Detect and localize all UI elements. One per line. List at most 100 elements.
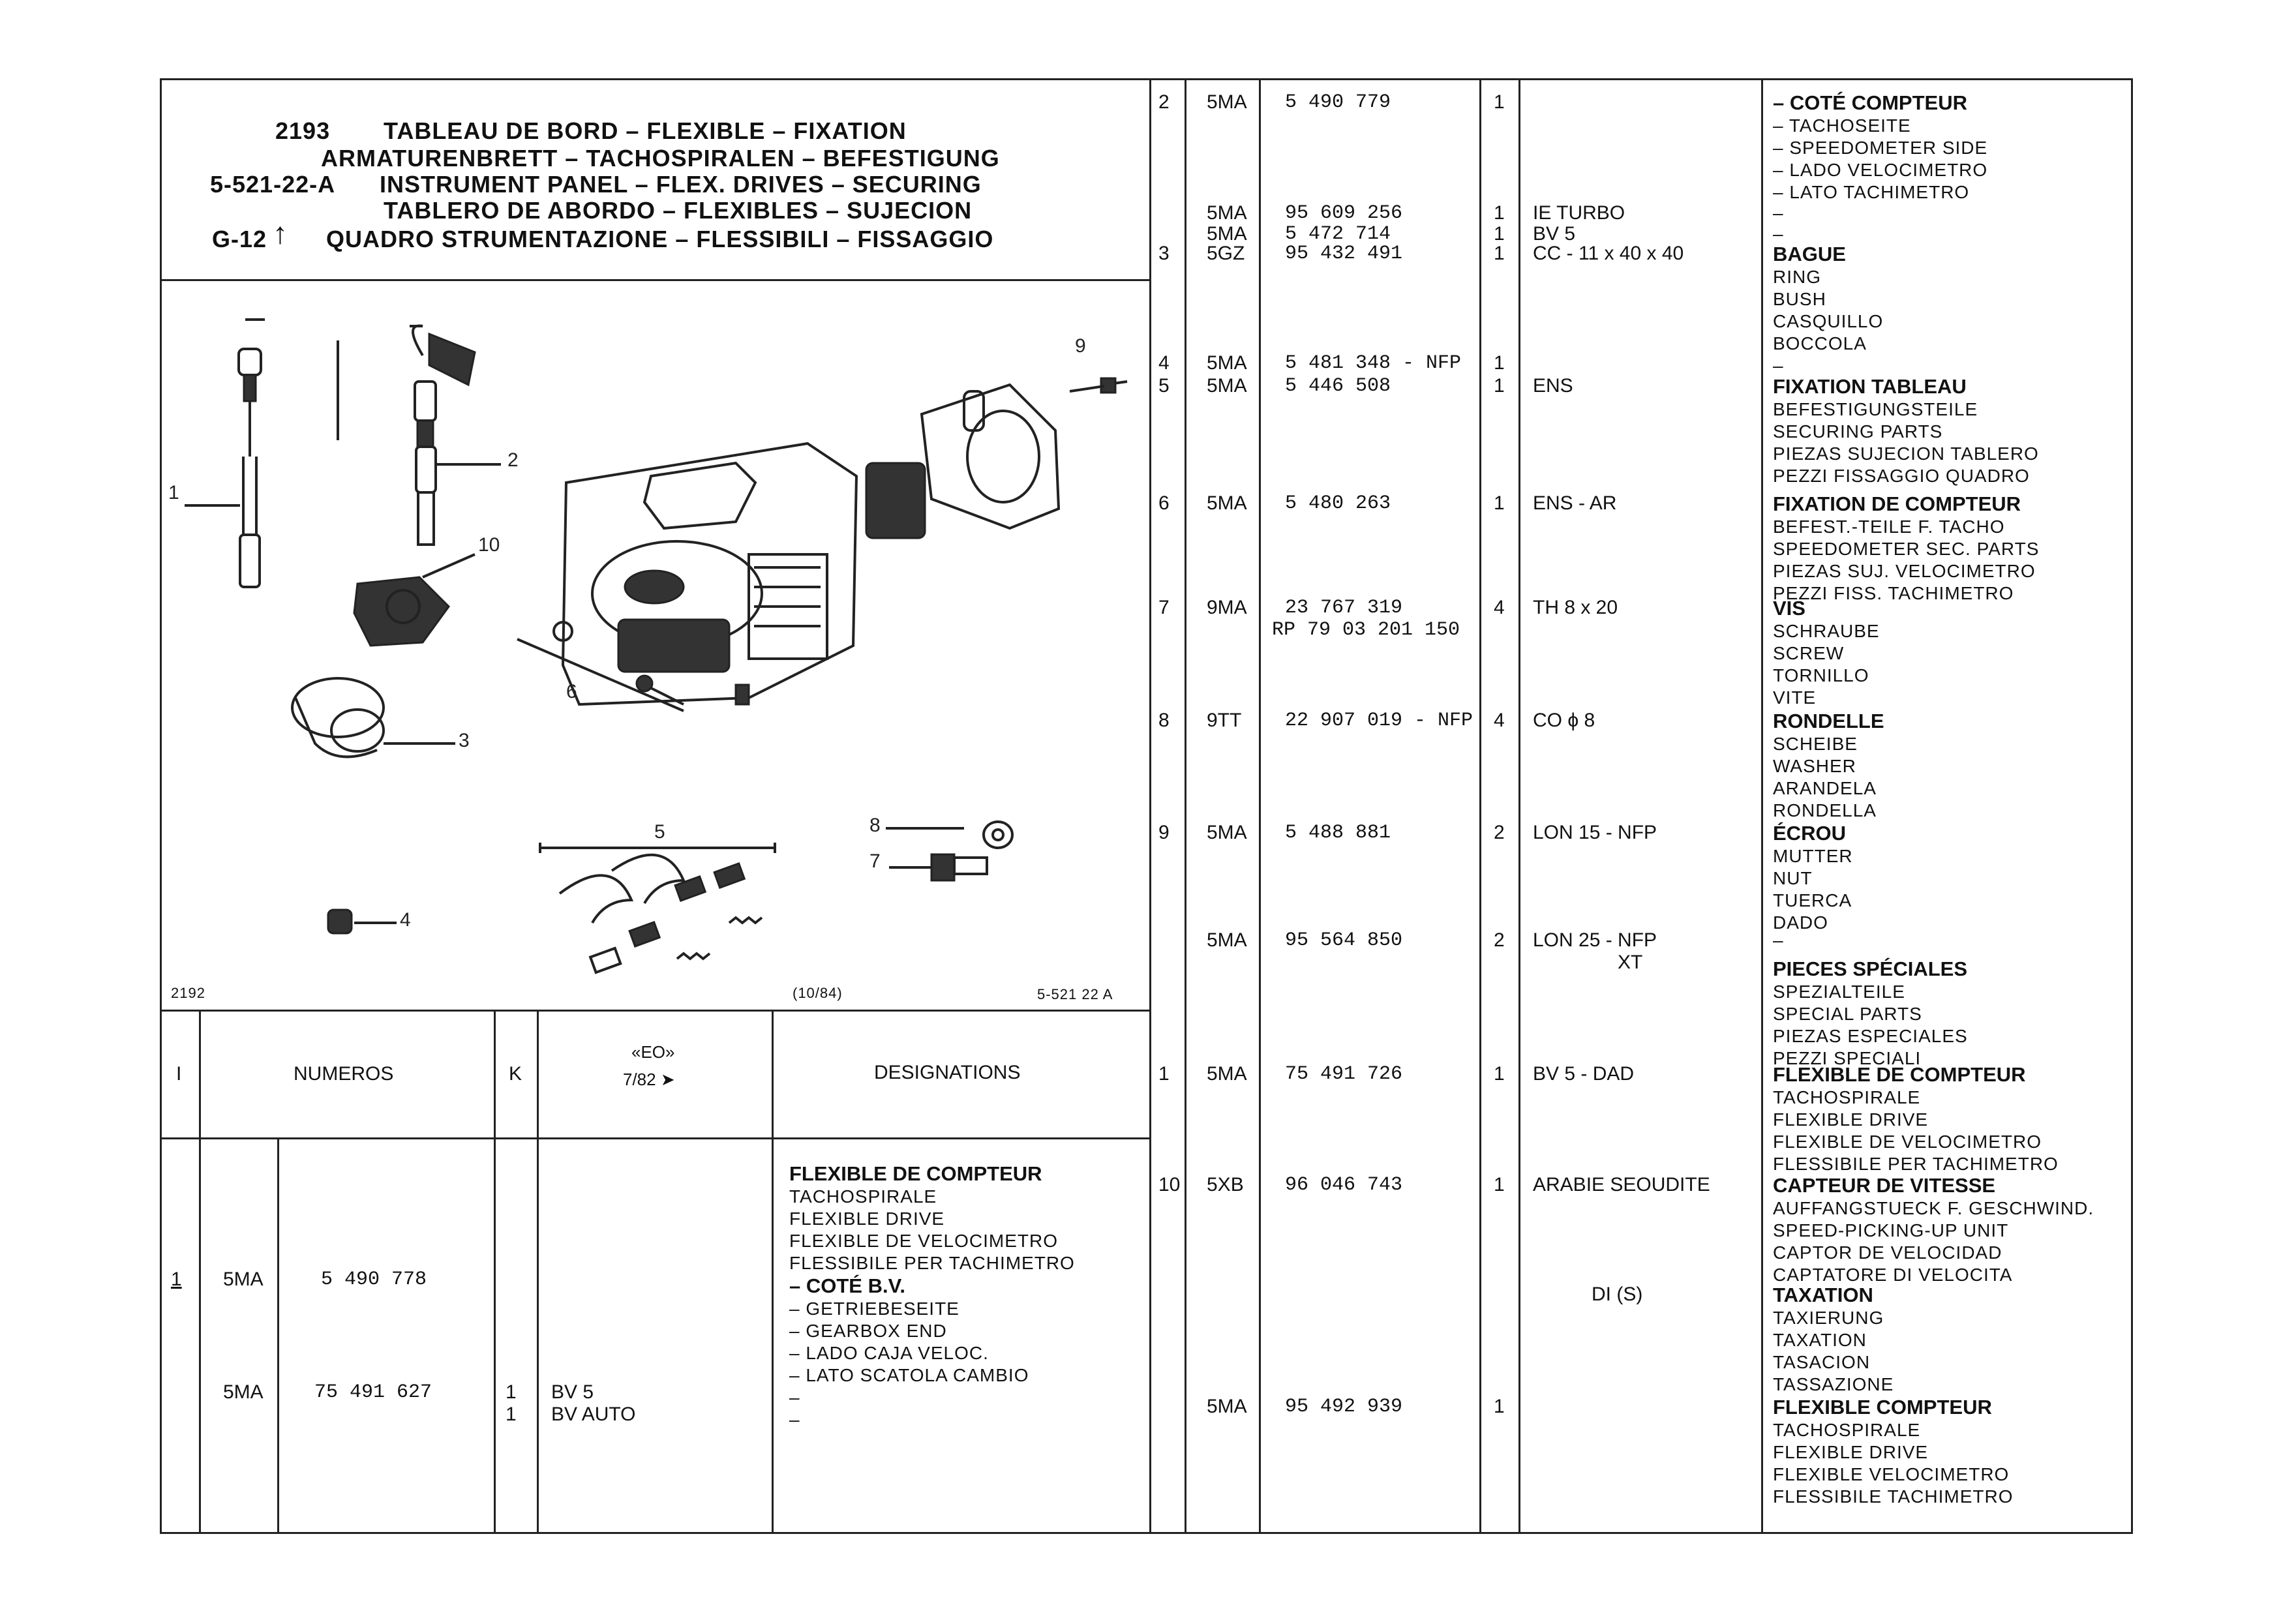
row-number: 5 490 779 [1285, 91, 1391, 113]
callout-10: 10 [478, 534, 500, 556]
desig-line: – GEARBOX END [789, 1321, 947, 1341]
part-10-speed-pickup [353, 553, 476, 647]
desig-line: PIEZAS SUJECION TABLERO [1773, 443, 2039, 464]
diagram-footer-mid: (10/84) [793, 985, 843, 1001]
desig-line: FLEXIBLE DRIVE [789, 1209, 945, 1229]
desig-title: FLEXIBLE DE COMPTEUR [789, 1162, 1042, 1185]
desig-line: AUFFANGSTUECK F. GESCHWIND. [1773, 1198, 2094, 1218]
desig-line: TACHOSPIRALE [1773, 1087, 1921, 1107]
row-qty: 1 [1494, 375, 1505, 397]
row-index: 10 [1158, 1174, 1181, 1195]
part-5-securing-parts [539, 843, 776, 974]
row-qty: 1 [1494, 202, 1505, 224]
left-row2-type: 5MA [223, 1381, 264, 1403]
table-header-bottom-line [160, 1137, 1151, 1139]
desig-line: FLESSIBILE PER TACHIMETRO [789, 1253, 1075, 1273]
doc-code: 2193 [275, 117, 331, 144]
desig-line: PIEZAS SUJ. VELOCIMETRO [1773, 561, 2036, 581]
group-arrow-icon: ↑ [273, 216, 288, 250]
desig-line: ARANDELA [1773, 778, 1877, 798]
callout-5: 5 [654, 821, 665, 843]
desig-title: FLEXIBLE COMPTEUR [1773, 1396, 1992, 1419]
left-row2-eo2: BV AUTO [551, 1404, 636, 1425]
row-qty: 2 [1494, 822, 1505, 843]
desig-line: TACHOSPIRALE [789, 1186, 937, 1207]
part-4-nut [327, 909, 397, 935]
desig-line: FLEXIBLE DE VELOCIMETRO [1773, 1132, 2042, 1152]
desig-subtitle: – COTÉ B.V. [789, 1274, 906, 1297]
desig-line: – [1773, 224, 1784, 244]
desig-line: NUT [1773, 868, 1813, 888]
desig-line: FLESSIBILE TACHIMETRO [1773, 1486, 2014, 1507]
row-number-2: RP 79 03 201 150 [1272, 619, 1460, 641]
desig-line: TACHOSPIRALE [1773, 1420, 1921, 1440]
desig-line: FLEXIBLE DRIVE [1773, 1109, 1929, 1130]
desig-line: PEZZI FISSAGGIO QUADRO [1773, 466, 2030, 486]
row-index: 2 [1158, 91, 1170, 113]
desig-line: – LATO SCATOLA CAMBIO [789, 1365, 1029, 1385]
desig-line: – GETRIEBESEITE [789, 1299, 959, 1319]
desig-line: – [789, 1409, 800, 1430]
part-3-bush [291, 677, 455, 758]
row-qty: 1 [1494, 1396, 1505, 1417]
diagram-footer-left: 2192 [171, 985, 205, 1001]
callout-8: 8 [869, 815, 881, 836]
row-type: 5MA [1207, 822, 1247, 843]
row-type: 5MA [1207, 1063, 1247, 1085]
desig-line: RONDELLA [1773, 800, 1877, 820]
row-eo: ARABIE SEOUDITE [1533, 1174, 1710, 1195]
row-qty: 1 [1494, 1063, 1505, 1085]
title-it: QUADRO STRUMENTAZIONE – FLESSIBILI – FIS… [326, 226, 994, 252]
title-es: TABLERO DE ABORDO – FLEXIBLES – SUJECION [384, 197, 973, 224]
left-row1-i: 1 [171, 1269, 182, 1290]
desig-line: SCREW [1773, 643, 1845, 663]
row-index: 1 [1158, 1063, 1170, 1085]
row-qty: 1 [1494, 1174, 1505, 1195]
divider-right-k [1518, 78, 1520, 1534]
left-row1-type: 5MA [223, 1269, 264, 1290]
row-type: 5MA [1207, 91, 1247, 113]
desig-line: RING [1773, 267, 1821, 287]
desig-line: WASHER [1773, 756, 1856, 776]
desig-line: – [1773, 930, 1784, 950]
divider-right-i [1185, 78, 1186, 1534]
desig-line: SPEEDOMETER SEC. PARTS [1773, 539, 2040, 559]
desig-line: – [1773, 355, 1784, 376]
desig-title: PIECES SPÉCIALES [1773, 957, 1968, 980]
row-index: 5 [1158, 375, 1170, 397]
desig-line: SECURING PARTS [1773, 421, 1943, 442]
desig-line: – LADO CAJA VELOC. [789, 1343, 989, 1363]
row-number: 95 564 850 [1285, 929, 1403, 952]
part-9-bracket-assembly [865, 377, 1128, 539]
desig-line: TASSAZIONE [1773, 1374, 1894, 1394]
desig-line: BOCCOLA [1773, 333, 1867, 353]
desig-line: MUTTER [1773, 846, 1853, 866]
divider-left-k [537, 1010, 539, 1534]
row-eo: ENS [1533, 375, 1573, 397]
row-type: 5MA [1207, 929, 1247, 951]
desig-line: FLEXIBLE DRIVE [1773, 1442, 1929, 1462]
desig-title: FLEXIBLE DE COMPTEUR [1773, 1063, 2026, 1086]
row-number: 75 491 726 [1285, 1063, 1403, 1085]
desig-line: – TACHOSEITE [1773, 115, 1911, 136]
left-row1-designation: FLEXIBLE DE COMPTEUR TACHOSPIRALE FLEXIB… [789, 1162, 1075, 1431]
row-type: 5MA [1207, 352, 1247, 374]
callout-1: 1 [168, 482, 179, 503]
diagram-footer-right: 5-521 22 A [1037, 986, 1113, 1002]
callout-4: 4 [400, 909, 411, 931]
desig-line: TASACION [1773, 1352, 1871, 1372]
row-number: 5 480 263 [1285, 492, 1391, 515]
desig-line: FLEXIBLE DE VELOCIMETRO [789, 1231, 1058, 1251]
row-number: 23 767 319 [1285, 597, 1403, 619]
exploded-diagram: 1 2 3 4 5 6 7 8 9 10 [168, 318, 1128, 974]
desig-line: CAPTOR DE VELOCIDAD [1773, 1242, 2002, 1263]
col-header-i: I [176, 1063, 182, 1085]
desig-line: – [789, 1387, 800, 1407]
row-type: 5MA [1207, 1396, 1247, 1417]
desig-title: ÉCROU [1773, 822, 1846, 845]
row-eo: BV 5 - DAD [1533, 1063, 1635, 1085]
row-type: 5MA [1207, 492, 1247, 514]
row-type: 9MA [1207, 597, 1247, 618]
callout-3: 3 [459, 730, 470, 751]
desig-line: SCHRAUBE [1773, 621, 1880, 641]
